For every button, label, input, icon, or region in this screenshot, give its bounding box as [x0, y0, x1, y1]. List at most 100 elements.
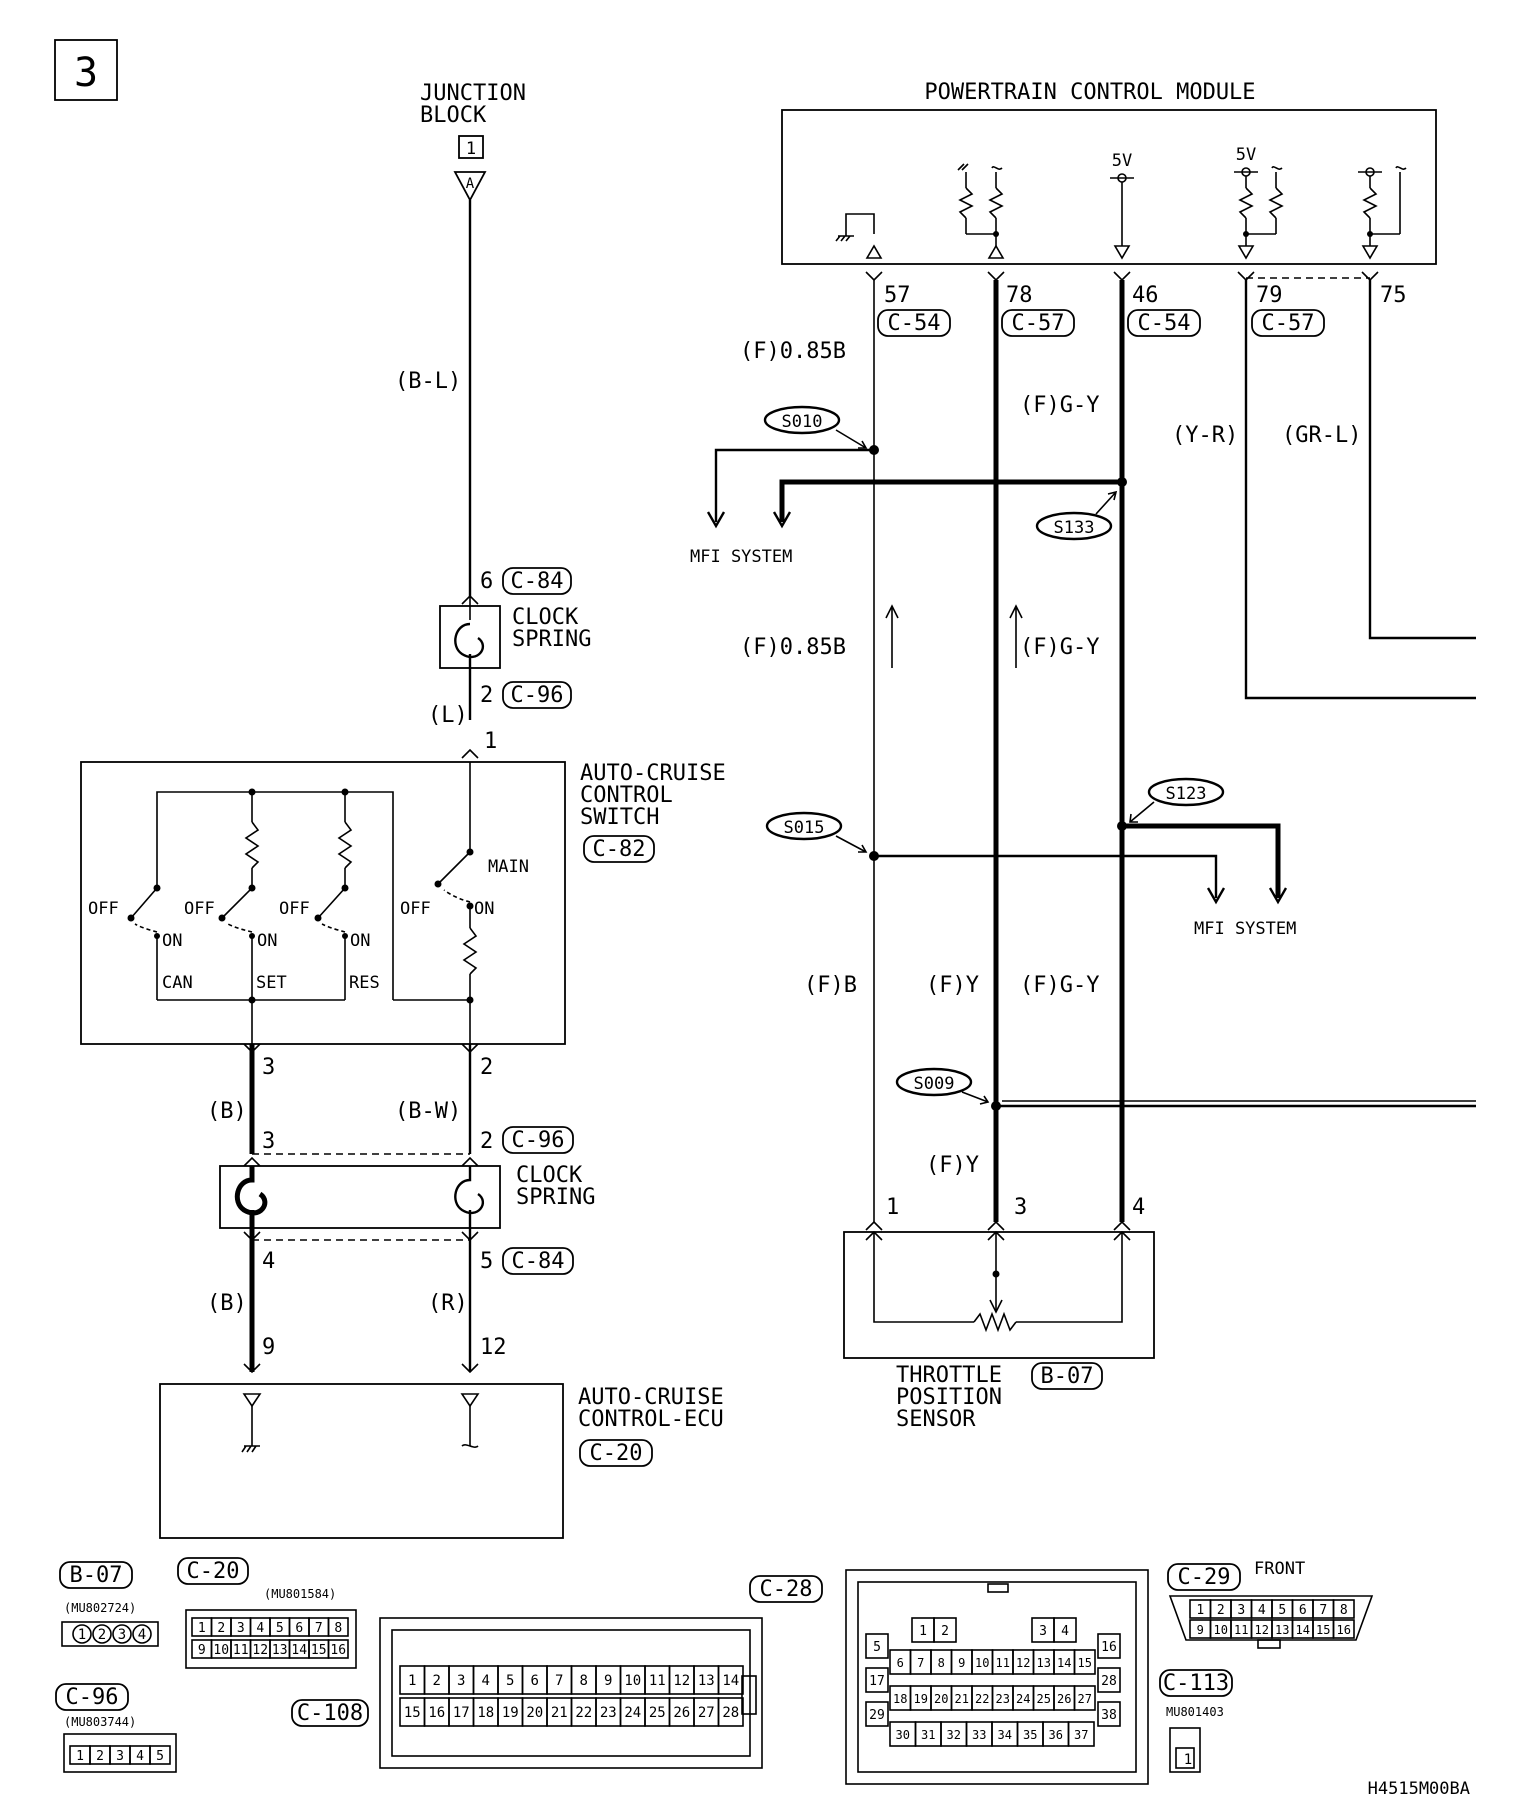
junction-block-ref-box: [458, 135, 484, 159]
wire-label-fy-mid: (F)Y: [926, 973, 979, 998]
junction-terminal-symbol: [453, 171, 487, 202]
pcm-57-internal: [845, 213, 875, 236]
legend-c113: C-113 MU801403 1: [1159, 1669, 1233, 1773]
legend-c96-pin: 3: [116, 1749, 124, 1764]
page-number: 3: [74, 50, 98, 96]
legend-c28-label: C-28: [760, 1577, 813, 1602]
legend-c29-pin: 1: [1196, 1603, 1204, 1618]
wire-75-grl: [1368, 280, 1476, 640]
legend-38pin-pin: 20: [934, 1692, 948, 1706]
legend-38pin-pin: 3: [1039, 1624, 1047, 1639]
legend-c20-part: (MU801584): [264, 1587, 336, 1601]
pcm-5v-b: 5V: [1236, 145, 1256, 165]
legend-b07-label: B-07: [70, 1563, 123, 1588]
legend-c20-pin: 13: [272, 1643, 288, 1658]
legend-38pin-pin-cell: [865, 1667, 889, 1693]
legend-c96-pin: 5: [156, 1749, 164, 1764]
pcm-pin-75: 75: [1380, 283, 1407, 308]
wire-s015-mfi: [874, 854, 1218, 898]
cs-lower-pin-5: 5: [480, 1249, 493, 1274]
pcm-pin-46-conn: C-54: [1138, 311, 1191, 336]
ecu-pin-9: 9: [262, 1335, 275, 1360]
legend-c28-pin: 17: [453, 1705, 470, 1721]
legend-38pin-pin: 18: [893, 1692, 907, 1706]
legend-c29-block-key: [987, 1583, 1009, 1593]
ecu-terminal-12: [460, 1393, 480, 1408]
switch-on-main: ON: [474, 899, 494, 919]
pcm-box: [781, 109, 1437, 265]
legend-c29-pin: 6: [1299, 1603, 1307, 1618]
cs-lower-pin-2: 2: [480, 1129, 493, 1154]
legend-38pin-pin: 19: [914, 1692, 928, 1706]
splice-s015-oval: [765, 811, 843, 841]
pcm-pin-57-conn-box: [877, 309, 951, 337]
switch-on-set: ON: [257, 931, 277, 951]
ecu-pin-12-arrow: [461, 1363, 479, 1374]
legend-c29-pin: 2: [1217, 1603, 1225, 1618]
legend-b07-label-box: [59, 1561, 133, 1589]
pcm-pin-78-conn-box: [1001, 309, 1075, 337]
legend-c113-part: MU801403: [1166, 1705, 1224, 1719]
wire-label-fgy-low: (F)G-Y: [1020, 973, 1099, 998]
legend-c20-pin: 8: [334, 1621, 342, 1636]
splice-s133: S133: [1054, 518, 1095, 538]
cs-upper-conn-bottom: C-96: [511, 683, 564, 708]
cs-lower-conn-top: C-96: [512, 1128, 565, 1153]
junction-terminal-label: A: [466, 176, 475, 192]
legend-c108-label: C-108: [297, 1701, 363, 1726]
switch-main: MAIN: [488, 857, 529, 877]
legend-c29-pin: 8: [1340, 1603, 1348, 1618]
pcm-pin-46-arrow: [1113, 271, 1131, 282]
wire-label-fy-low: (F)Y: [926, 1153, 979, 1178]
cs-lower-conn-bottom-box: [502, 1247, 574, 1275]
wire-label-l: (L): [428, 703, 468, 728]
legend-38pin-pin-cell: [865, 1633, 889, 1659]
switch-connector: C-82: [593, 837, 646, 862]
legend-38pin-pin: 36: [1049, 1728, 1063, 1742]
legend-c28-pin: 6: [531, 1673, 539, 1689]
legend-c28-pin: 1: [408, 1673, 416, 1689]
legend-38pin-pin: 13: [1037, 1656, 1051, 1670]
splice-s010-pointer: [835, 429, 868, 449]
cs-upper-conn-bottom-box: [502, 681, 572, 709]
pcm-pin-57: 57: [884, 283, 911, 308]
switch-res: RES: [349, 973, 380, 993]
legend-c96-pin-cell: [149, 1745, 171, 1765]
legend-c28-pin: 26: [673, 1705, 690, 1721]
tps-wiper-dot: [992, 1270, 1000, 1278]
figure-id: H4515M00BA: [1368, 1779, 1470, 1799]
legend-c113-pin: 1: [1184, 1752, 1192, 1768]
switch-title-1: AUTO-CRUISE: [580, 761, 726, 786]
legend-c28-pin: 18: [477, 1705, 494, 1721]
legend-c113-body: [1169, 1727, 1201, 1773]
switch-off-main: OFF: [400, 899, 431, 919]
legend-c96-pin: 1: [76, 1749, 84, 1764]
legend-c28-pin: 4: [482, 1673, 490, 1689]
legend-b07-pin-ring-4: [132, 1624, 152, 1644]
splice-s123-oval: [1147, 777, 1225, 807]
switch-on-can: ON: [162, 931, 182, 951]
splice-s133-pointer: [1095, 490, 1118, 515]
auto-cruise-ecu-box: [159, 1383, 564, 1539]
clock-spring-coil-lower-right: [454, 1166, 485, 1215]
pcm-pin-46-conn-box: [1127, 309, 1201, 337]
legend-c29-label: C-29: [1178, 1565, 1231, 1590]
mfi-arrow-4: [1268, 887, 1288, 905]
legend-c20-pin: 4: [256, 1621, 264, 1636]
switch-pin-1: 1: [484, 729, 497, 754]
legend-c28-pin: 2: [433, 1673, 441, 1689]
cs-upper-conn-top-box: [502, 567, 572, 595]
cs-upper-pin-6: 6: [480, 569, 493, 594]
legend-c29-pin-cell: [1332, 1619, 1355, 1639]
legend-c29-pin: 10: [1214, 1623, 1228, 1637]
legend-38pin-pin: 29: [869, 1708, 885, 1723]
pcm-terminal-46: [1113, 245, 1131, 260]
page-number-box: [54, 39, 118, 101]
wire-label-fgy-mid: (F)G-Y: [1020, 635, 1099, 660]
legend-b07-pin: 2: [98, 1627, 106, 1643]
legend-c20-label-box: [177, 1557, 249, 1585]
legend-c96-body: [63, 1733, 177, 1773]
legend-38pin-pin-cell: [1097, 1633, 1121, 1659]
cs-lower-l-arrow-top: [243, 1156, 261, 1167]
wire-label-f085b-mid: (F)0.85B: [740, 635, 846, 660]
